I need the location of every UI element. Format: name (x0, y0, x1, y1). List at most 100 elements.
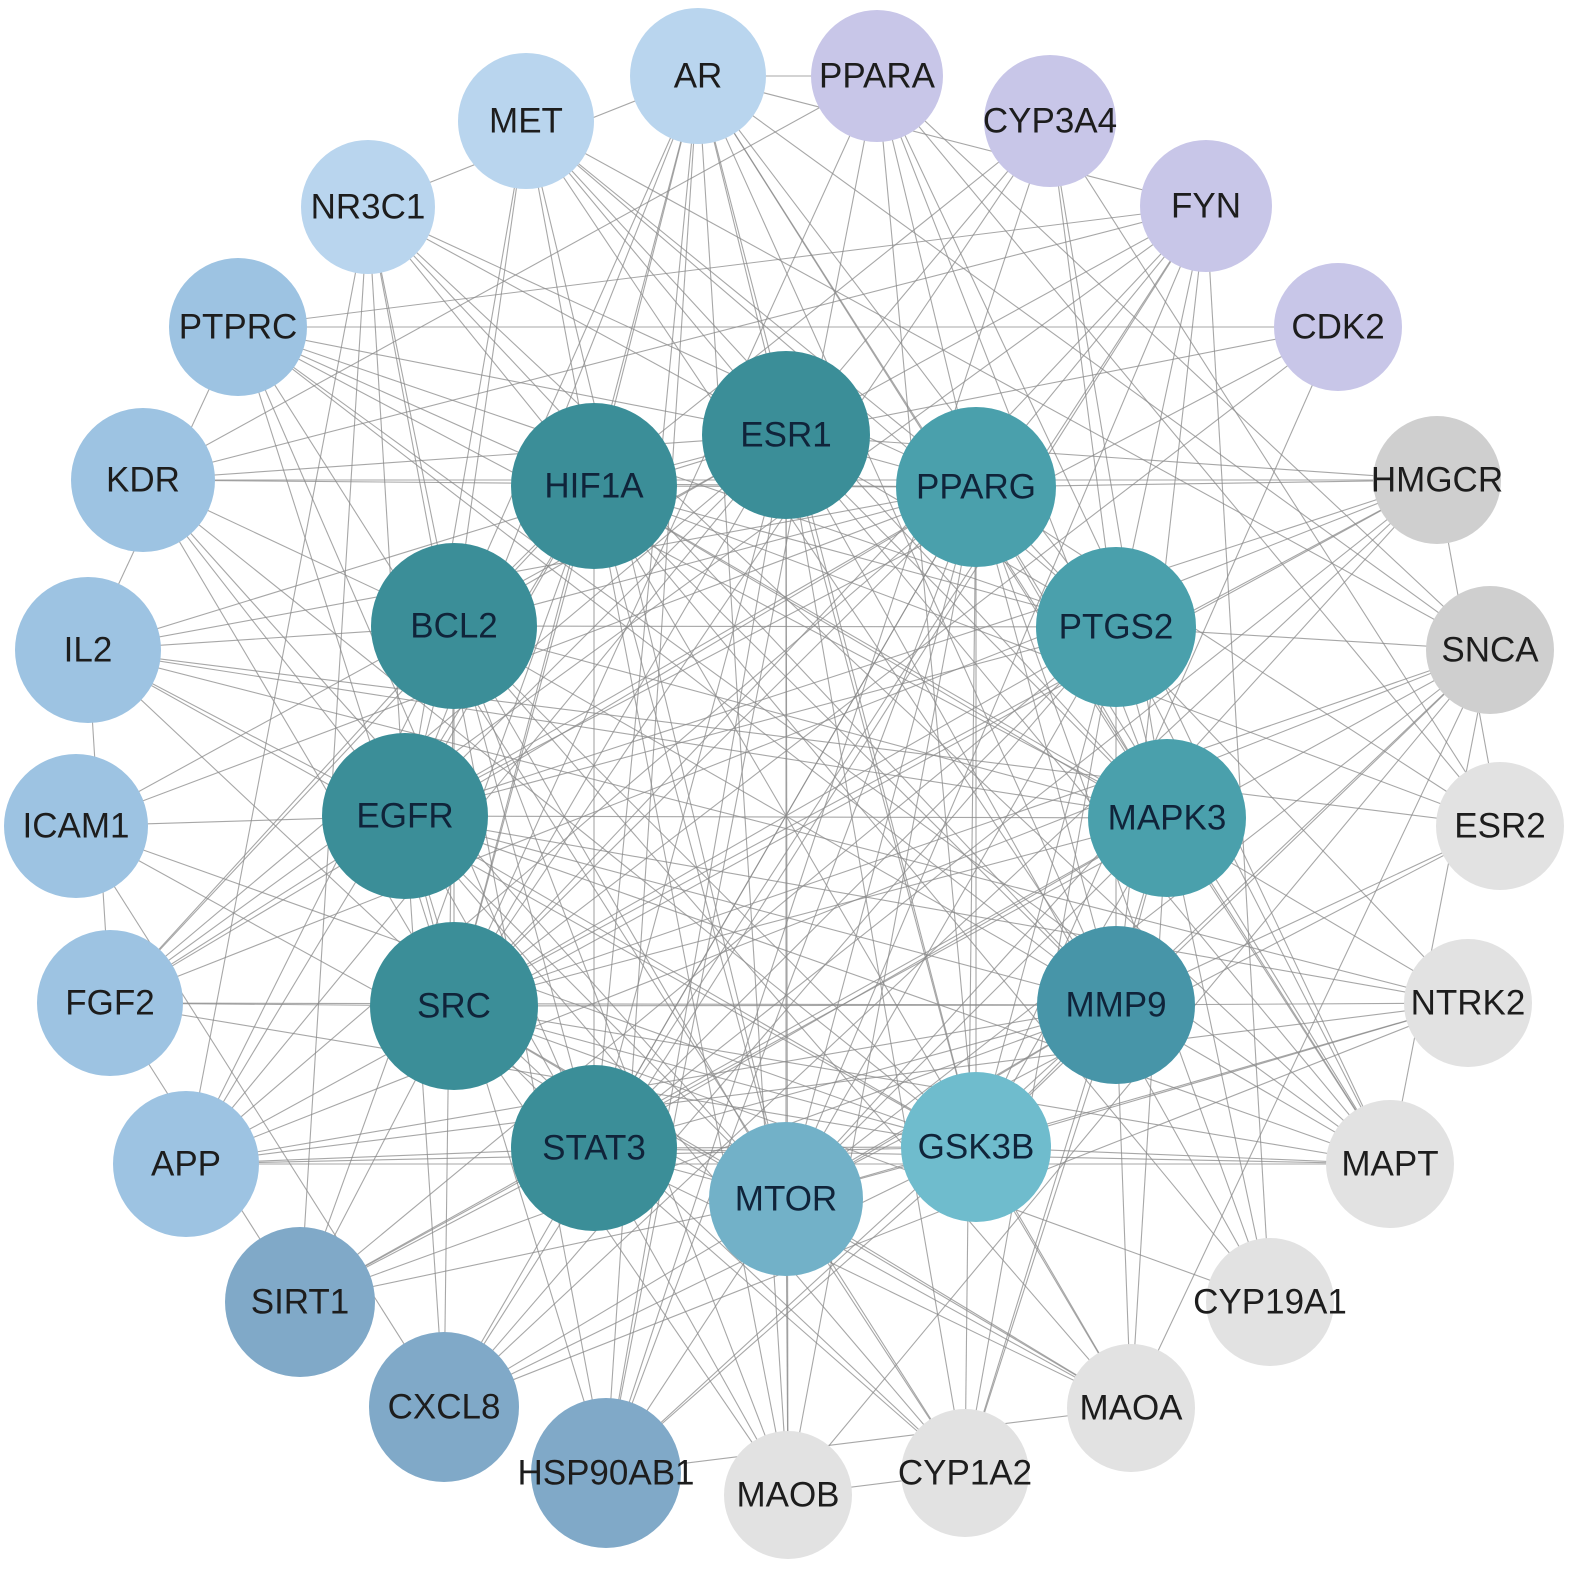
node-label-hif1a: HIF1A (544, 467, 644, 506)
node-circle-sirt1 (225, 1227, 375, 1377)
node-fgf2: FGF2 (37, 930, 183, 1076)
node-circle-egfr (322, 733, 488, 899)
node-circle-maoa (1067, 1344, 1195, 1472)
edge-ESR1-HSP90AB1 (605, 434, 787, 1474)
node-kdr: KDR (71, 408, 215, 552)
edge-SNCA-APP (185, 649, 1491, 1165)
edge-CXCL8-ICAM1 (75, 825, 445, 1408)
node-circle-cxcl8 (369, 1332, 519, 1482)
edge-PPARA-KDR (142, 75, 878, 481)
edge-MAPK3-MAOA (1130, 817, 1168, 1409)
edge-ESR1-PTPRC (237, 326, 787, 436)
edge-MAPT-PTPRC (237, 326, 1391, 1165)
node-circle-maob (724, 1431, 852, 1559)
node-label-stat3: STAT3 (542, 1129, 646, 1168)
edge-EGFR-CXCL8 (404, 815, 445, 1408)
node-label-cyp19a1: CYP19A1 (1193, 1283, 1347, 1322)
edge-PPARG-CXCL8 (443, 486, 977, 1408)
edge-FYN-KDR (142, 205, 1207, 481)
edge-HIF1A-CYP3A4 (593, 120, 1051, 487)
node-ptgs2: PTGS2 (1036, 547, 1196, 707)
edge-HIF1A-MAOB (593, 485, 789, 1496)
node-circle-stat3 (511, 1065, 677, 1231)
edge-GSK3B-IL2 (87, 649, 977, 1148)
edge-CYP1A2-PTPRC (237, 326, 966, 1474)
node-circle-ptgs2 (1036, 547, 1196, 707)
node-label-il2: IL2 (64, 631, 113, 670)
node-cyp19a1: CYP19A1 (1193, 1238, 1347, 1366)
edge-SRC-KDR (142, 479, 455, 1007)
node-label-ptprc: PTPRC (179, 308, 298, 347)
node-label-pparg: PPARG (916, 468, 1036, 507)
node-hmgcr: HMGCR (1371, 416, 1503, 544)
node-fyn: FYN (1140, 140, 1272, 272)
node-circle-met (458, 53, 594, 189)
edge-GSK3B-BCL2 (453, 625, 977, 1148)
edge-CYP3A4-ESR2 (1049, 120, 1501, 827)
node-label-maob: MAOB (736, 1476, 839, 1515)
node-stat3: STAT3 (511, 1065, 677, 1231)
node-circle-hmgcr (1373, 416, 1501, 544)
edge-EGFR-CYP1A2 (404, 815, 966, 1474)
node-circle-kdr (71, 408, 215, 552)
edge-SNCA-SIRT1 (299, 649, 1491, 1303)
edge-MAPK3-STAT3 (593, 817, 1168, 1149)
node-label-fgf2: FGF2 (65, 984, 154, 1023)
edge-PPARG-SRC (453, 486, 977, 1007)
node-label-snca: SNCA (1441, 631, 1539, 670)
node-mapt: MAPT (1326, 1100, 1454, 1228)
node-snca: SNCA (1426, 586, 1554, 714)
edge-SRC-CYP3A4 (453, 120, 1051, 1007)
edge-EGFR-NR3C1 (367, 206, 406, 817)
edge-PTGS2-PTPRC (237, 326, 1117, 628)
edge-ESR1-MAPT (785, 434, 1391, 1165)
node-esr1: ESR1 (702, 351, 870, 519)
node-label-mapk3: MAPK3 (1108, 799, 1227, 838)
node-icam1: ICAM1 (4, 754, 148, 898)
edge-MAPK3-BCL2 (453, 625, 1168, 819)
node-circle-mapt (1326, 1100, 1454, 1228)
node-cyp3a4: CYP3A4 (983, 55, 1117, 187)
edge-STAT3-FYN (593, 205, 1207, 1149)
node-circle-hsp90ab1 (531, 1398, 681, 1548)
node-app: APP (113, 1091, 259, 1237)
edge-ESR1-STAT3 (593, 434, 787, 1149)
node-il2: IL2 (15, 577, 161, 723)
edge-ESR1-EGFR (404, 434, 787, 817)
edge-PPARG-MAOB (787, 486, 977, 1496)
node-mmp9: MMP9 (1037, 926, 1195, 1084)
node-label-bcl2: BCL2 (410, 607, 498, 646)
edge-MMP9-SNCA (1115, 649, 1491, 1006)
edge-EGFR-HMGCR (404, 479, 1438, 817)
node-mtor: MTOR (709, 1122, 863, 1276)
edge-ESR1-GSK3B (785, 434, 977, 1148)
node-ar: AR (630, 8, 766, 144)
node-maob: MAOB (724, 1431, 852, 1559)
inner-node-layer: ESR1PPARGPTGS2MAPK3MMP9GSK3BMTORSTAT3SRC… (322, 351, 1246, 1276)
node-label-maoa: MAOA (1079, 1389, 1183, 1428)
edge-HSP90AB1-NR3C1 (367, 206, 607, 1474)
node-circle-ptprc (169, 258, 307, 396)
node-cdk2: CDK2 (1274, 263, 1402, 391)
node-ptprc: PTPRC (169, 258, 307, 396)
edge-EGFR-MAPT (404, 815, 1391, 1165)
node-label-egfr: EGFR (356, 797, 453, 836)
node-circle-cyp19a1 (1206, 1238, 1334, 1366)
node-esr2: ESR2 (1436, 762, 1564, 890)
edge-HIF1A-FGF2 (109, 485, 595, 1004)
edge-PTGS2-GSK3B (975, 626, 1117, 1148)
edge-PTGS2-CYP3A4 (1049, 120, 1117, 628)
edge-BCL2-AR (453, 75, 699, 627)
node-circle-fyn (1140, 140, 1272, 272)
edge-GSK3B-AR (697, 75, 977, 1148)
edge-GSK3B-SNCA (975, 649, 1491, 1148)
node-label-ppara: PPARA (819, 57, 936, 96)
edge-PPARG-MTOR (785, 486, 977, 1200)
node-label-ntrk2: NTRK2 (1411, 984, 1526, 1023)
node-circle-pparg (896, 407, 1056, 567)
node-circle-cdk2 (1274, 263, 1402, 391)
edge-SNCA-MAOA (1130, 649, 1491, 1409)
edge-MMP9-HSP90AB1 (605, 1004, 1117, 1474)
edge-PPARG-IL2 (87, 486, 977, 651)
node-circle-app (113, 1091, 259, 1237)
